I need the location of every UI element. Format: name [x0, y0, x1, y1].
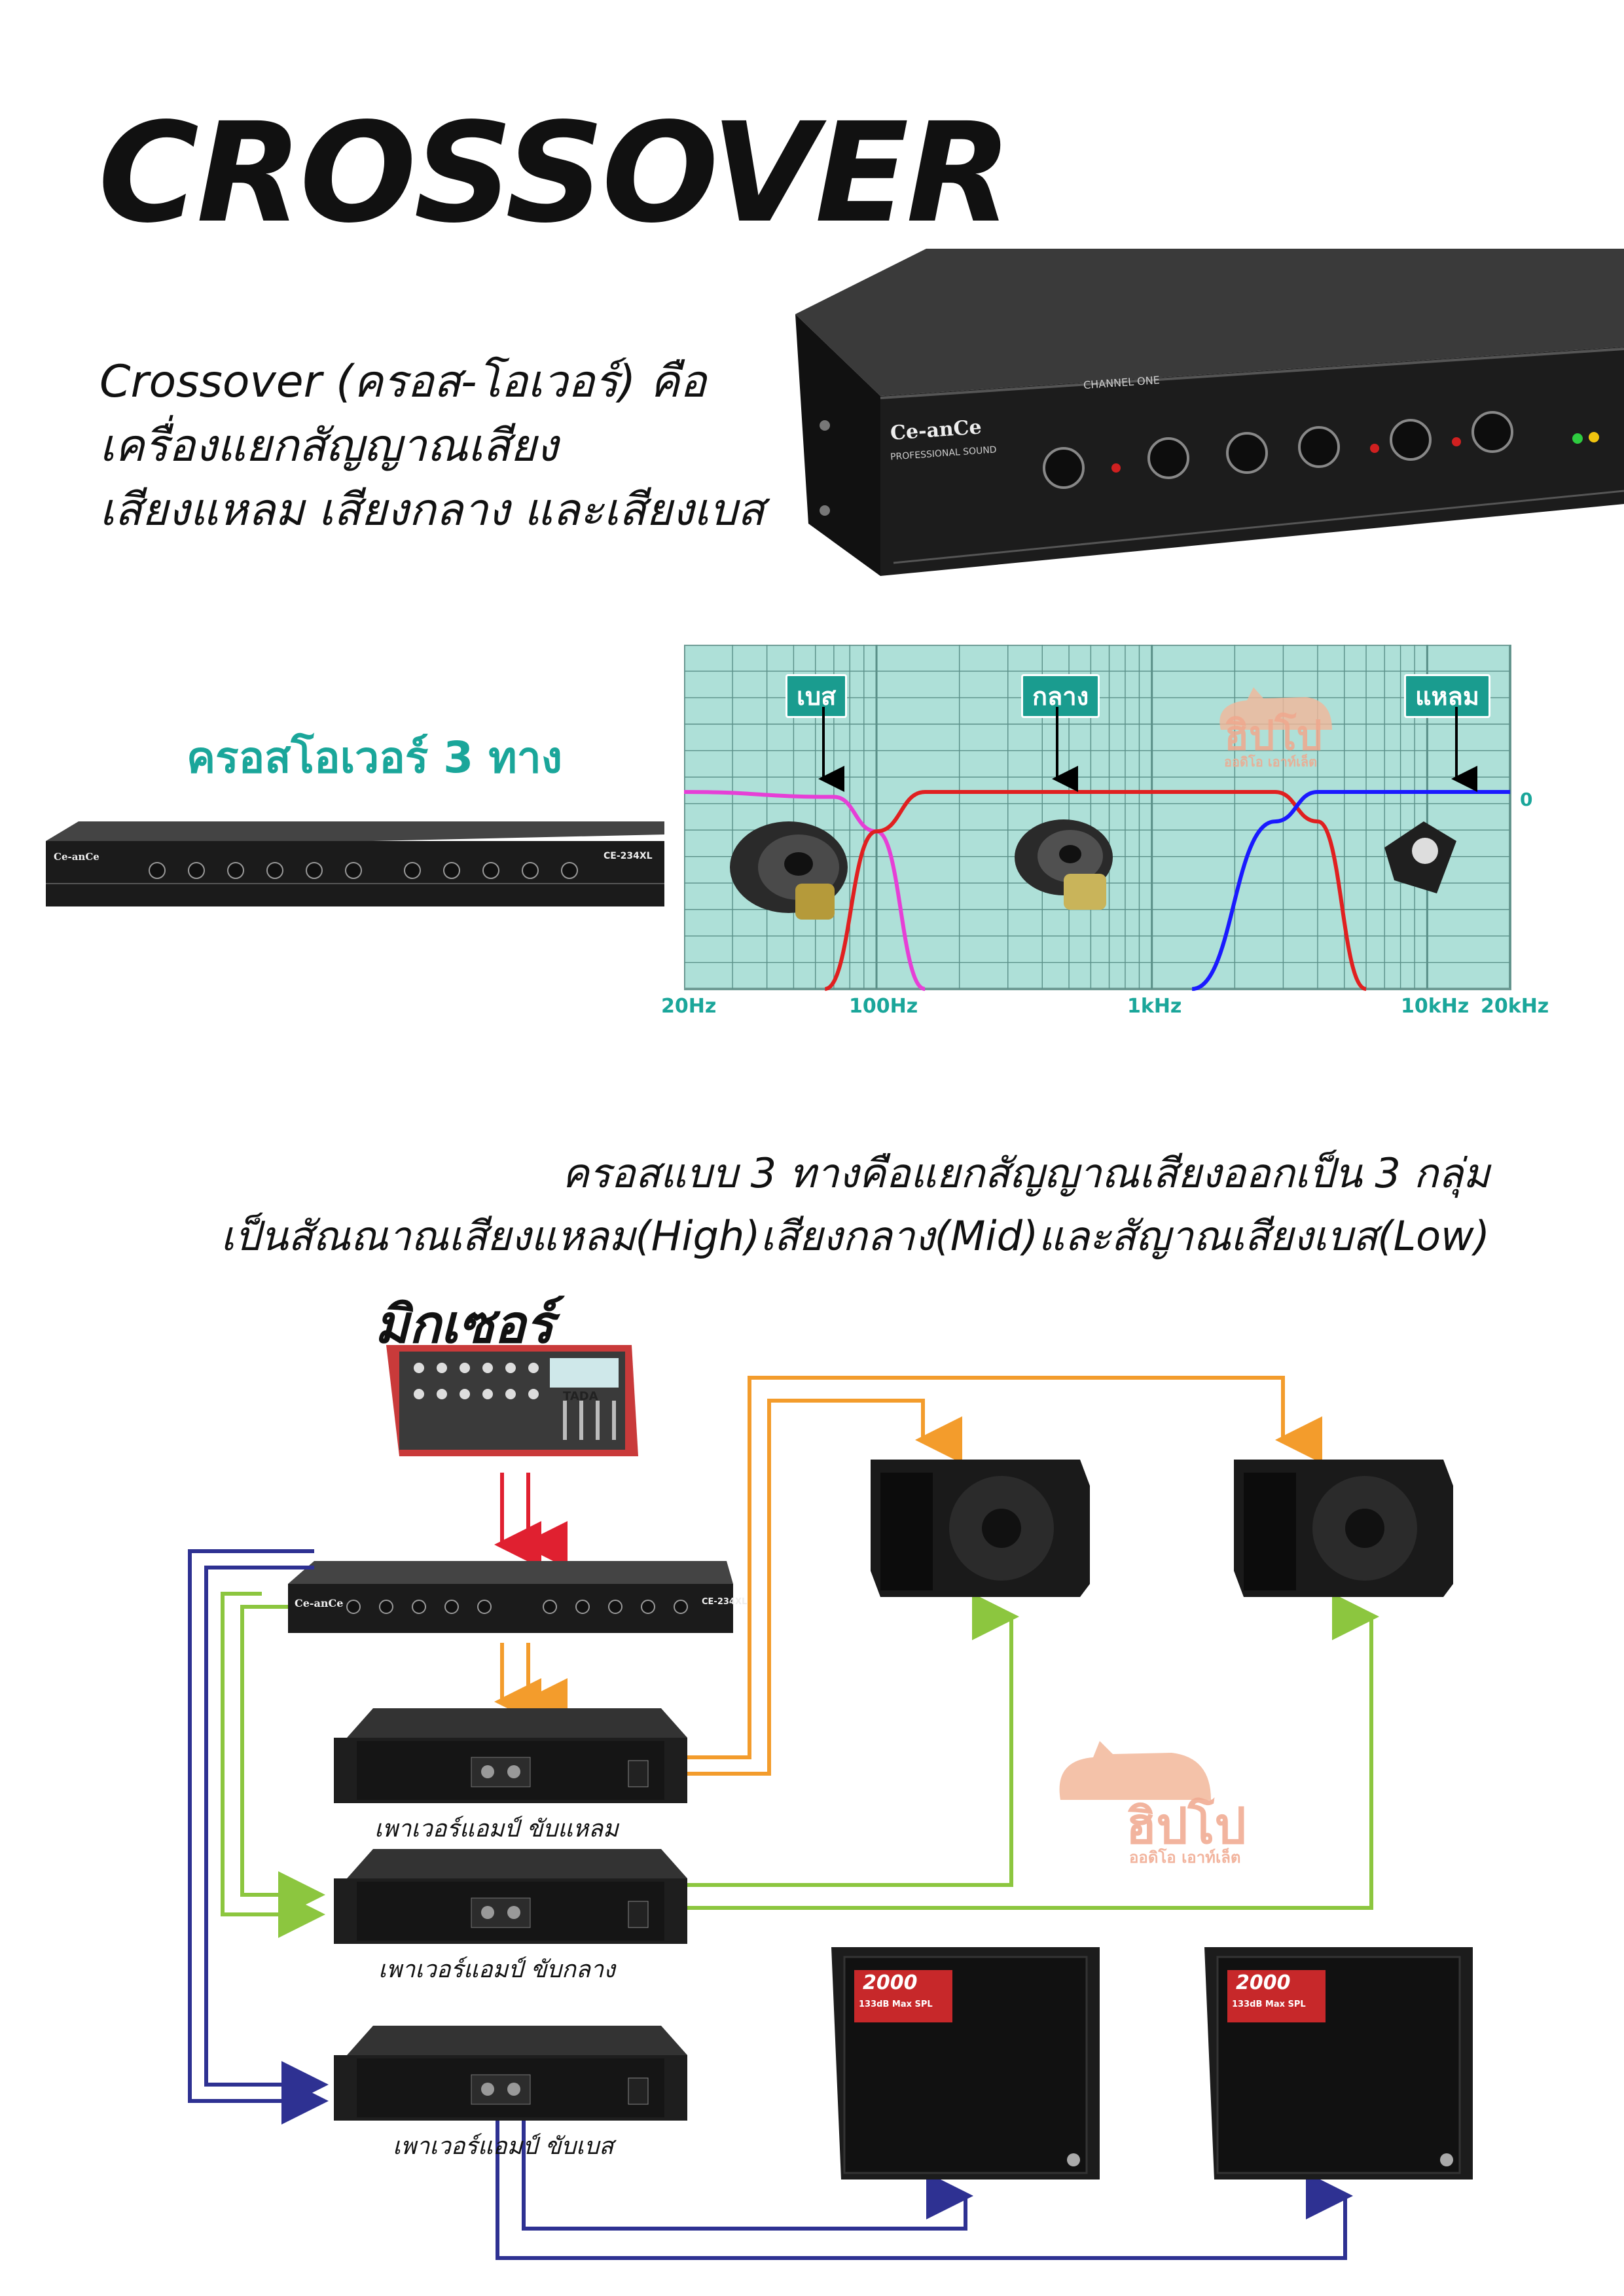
subwoofer-left-badge-sub: 133dB Max SPL	[859, 2000, 933, 2009]
x-tick-1khz: 1kHz	[1127, 995, 1182, 1018]
small-device-brand: Ce-anCe	[54, 851, 99, 863]
amp-high-device	[334, 1708, 687, 1803]
chart-logo-sub: ออดิโอ เอาท์เล็ต	[1224, 754, 1318, 770]
tag-mid: กลาง	[1021, 674, 1100, 718]
amp-low-label: เพาเวอร์แอมป์ ขับเบส	[393, 2133, 614, 2160]
mixer-brand: TADA	[563, 1390, 598, 1403]
tag-bass: เบส	[785, 674, 848, 718]
amp-mid-device	[334, 1849, 687, 1944]
band-curve-high	[1191, 790, 1510, 991]
chart-arrows	[818, 707, 1477, 792]
hippo-logo-icon-2	[1059, 1741, 1211, 1800]
crossover-device-small	[46, 821, 664, 906]
woofer-image	[730, 821, 848, 920]
signal-flow-diagram	[188, 1345, 1473, 2260]
x-tick-10khz: 10kHz	[1401, 995, 1470, 1018]
diagram-logo-sub: ออดิโอ เอาท์เล็ต	[1129, 1848, 1241, 1867]
chart-curves	[684, 790, 1510, 991]
three-way-heading: ครอสโอเวอร์ 3 ทาง	[187, 732, 562, 783]
subwoofer-right-badge: 2000	[1236, 1971, 1291, 1994]
line-array-speaker-right	[1234, 1460, 1453, 1597]
amp-high-label: เพาเวอร์แอมป์ ขับแหลม	[374, 1816, 619, 1842]
line-array-speaker-left	[871, 1460, 1090, 1597]
intro-line-1: Crossover (ครอส-โอเวอร์) คือ	[99, 356, 707, 408]
crossover-device-photo	[795, 249, 1624, 576]
subwoofer-right	[1204, 1947, 1473, 2179]
chart-logo-text: ฮิปโป	[1224, 711, 1322, 759]
band-curve-bass	[684, 790, 926, 991]
x-tick-100hz: 100Hz	[849, 995, 918, 1018]
mixer-device	[386, 1345, 638, 1456]
small-device-model: CE-234XL	[604, 851, 653, 861]
subwoofer-right-badge-sub: 133dB Max SPL	[1232, 2000, 1306, 2009]
band-curve-mid	[824, 790, 1367, 991]
x-tick-20hz: 20Hz	[661, 995, 717, 1018]
midrange-image	[1015, 819, 1113, 910]
crossover-brand: Ce-anCe	[295, 1597, 344, 1609]
intro-text: Crossover (ครอส-โอเวอร์) คือ เครื่องแยกส…	[99, 350, 765, 543]
description-text: ครอสแบบ 3 ทางคือแยกสัญญาณเสียงออกเป็น 3 …	[221, 1142, 1490, 1268]
subwoofer-left	[831, 1947, 1100, 2179]
tweeter-image	[1384, 821, 1456, 893]
amp-low-device	[334, 2026, 687, 2121]
diagram-logo-text: ฮิปโป	[1126, 1797, 1246, 1855]
intro-line-3: เสียงแหลม เสียงกลาง และเสียงเบส	[99, 484, 765, 536]
description-line-2: เป็นสัณณาณเสียงแหลม(High)เสียงกลาง(Mid)แ…	[221, 1212, 1490, 1260]
intro-line-2: เครื่องแยกสัญญาณเสียง	[99, 420, 558, 472]
crossover-model: CE-234XL	[702, 1597, 748, 1607]
page-title: CROSSOVER	[98, 93, 1012, 253]
mixer-label: มิกเซอร์	[374, 1294, 554, 1355]
tag-high: แหลม	[1404, 674, 1490, 718]
amp-mid-label: เพาเวอร์แอมป์ ขับกลาง	[378, 1956, 615, 1983]
y-tick-zero: 0	[1520, 789, 1533, 810]
description-line-1: ครอสแบบ 3 ทางคือแยกสัญญาณเสียงออกเป็น 3 …	[562, 1149, 1490, 1197]
crossover-device-diagram	[288, 1561, 733, 1633]
subwoofer-left-badge: 2000	[863, 1971, 918, 1994]
x-tick-20khz: 20kHz	[1481, 995, 1549, 1018]
hippo-logo-icon	[1219, 687, 1332, 730]
